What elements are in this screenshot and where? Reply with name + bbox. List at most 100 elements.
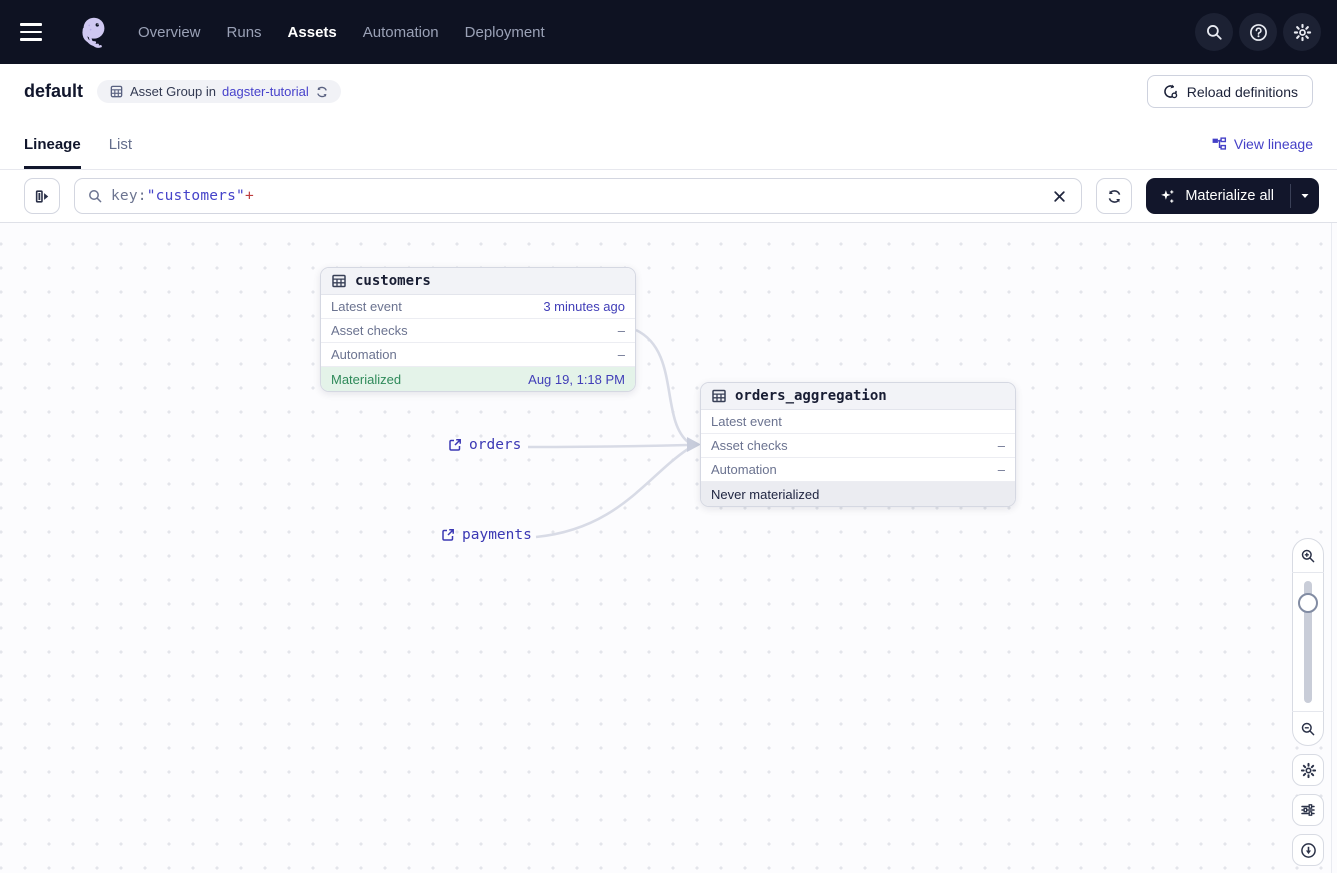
search-button[interactable] [1195,13,1233,51]
reload-definitions-label: Reload definitions [1186,83,1298,100]
table-asset-icon [332,274,346,288]
gear-icon [1300,762,1316,778]
nav-item-overview[interactable]: Overview [138,23,201,41]
row-value: – [997,462,1005,477]
graph-filters-button[interactable] [1292,794,1324,826]
row-value: – [997,438,1005,453]
node-row-never-materialized: Never materialized [701,482,1015,506]
refresh-graph-button[interactable] [1096,178,1133,214]
code-location-link[interactable]: dagster-tutorial [222,84,309,99]
external-asset-payments[interactable]: payments [441,527,532,543]
recenter-icon [1300,842,1316,858]
node-row-materialized: Materialized Aug 19, 1:18 PM [321,367,635,391]
lineage-edges [527,328,701,539]
recenter-graph-button[interactable] [1292,834,1324,866]
button-divider [1290,184,1291,208]
lineage-graph-icon [1212,136,1226,150]
node-row-asset-checks: Asset checks – [321,319,635,343]
close-icon [1054,190,1065,202]
graph-settings-button[interactable] [1292,754,1324,786]
zoom-slider[interactable] [1292,573,1324,711]
gear-icon [1293,23,1311,41]
tabs-row: Lineage List View lineage [0,119,1337,170]
zoom-slider-track[interactable] [1304,581,1312,703]
sparkle-icon [1161,189,1174,203]
chevron-down-icon [1301,194,1309,198]
graph-toolbar: key:"customers"+ Materialize all [0,170,1337,222]
search-icon [89,190,102,203]
sliders-filter-icon [1301,804,1315,816]
row-label: Latest event [331,299,402,314]
external-link-icon [442,529,454,541]
nav-item-assets[interactable]: Assets [287,23,337,41]
navbar-actions [1195,13,1321,51]
asset-node-header: orders_aggregation [701,383,1015,410]
page-title: default [24,81,84,101]
view-lineage-link[interactable]: View lineage [1211,136,1313,153]
asset-name: customers [355,273,431,289]
never-materialized-status: Never materialized [711,486,820,502]
primary-nav: Overview Runs Assets Automation Deployme… [138,24,545,41]
materialize-button-group: Materialize all [1146,178,1319,214]
canvas-edge-divider [1331,223,1332,873]
nav-item-automation[interactable]: Automation [362,23,439,41]
node-row-automation: Automation – [321,343,635,367]
lineage-canvas[interactable]: customers Latest event 3 minutes ago Ass… [0,222,1337,873]
clear-search-button[interactable] [1047,184,1071,208]
view-lineage-label: View lineage [1233,136,1313,152]
panel-expand-icon [35,189,48,203]
expand-sidebar-button[interactable] [24,178,60,214]
zoom-out-button[interactable] [1292,711,1324,745]
tab-lineage[interactable]: Lineage [24,119,81,169]
asset-search-input[interactable]: key:"customers"+ [74,178,1083,214]
badge-text: Asset Group in [130,84,217,99]
row-label: Asset checks [331,323,408,338]
external-asset-label: orders [469,437,522,453]
latest-event-link[interactable]: 3 minutes ago [543,299,625,314]
help-button[interactable] [1239,13,1277,51]
dagster-logo-icon[interactable] [74,13,112,51]
materialize-all-label: Materialize all [1185,188,1274,204]
external-link-icon [449,439,461,451]
nav-item-deployment[interactable]: Deployment [464,23,545,41]
reload-definitions-icon [1163,84,1177,99]
asset-group-badge: Asset Group in dagster-tutorial [97,80,341,103]
external-asset-label: payments [462,527,532,543]
user-settings-button[interactable] [1283,13,1321,51]
row-label: Automation [331,347,397,362]
refresh-icon[interactable] [315,85,329,99]
asset-name: orders_aggregation [735,388,887,404]
refresh-icon [1108,189,1121,203]
row-label: Latest event [711,414,782,429]
table-asset-icon [712,389,726,403]
tab-list[interactable]: List [108,135,133,153]
materialized-timestamp-link[interactable]: Aug 19, 1:18 PM [528,371,625,387]
asset-node-customers[interactable]: customers Latest event 3 minutes ago Ass… [320,267,636,392]
top-navbar: Overview Runs Assets Automation Deployme… [0,0,1337,64]
materialize-dropdown-button[interactable] [1291,178,1319,214]
zoom-slider-handle[interactable] [1298,593,1318,613]
node-row-automation: Automation – [701,458,1015,482]
external-asset-orders[interactable]: orders [448,437,521,453]
zoom-out-icon [1301,722,1315,735]
query-plus-token: + [244,188,254,204]
asset-node-orders-aggregation[interactable]: orders_aggregation Latest event Asset ch… [700,382,1016,507]
search-query: key:"customers"+ [111,188,254,204]
asset-node-header: customers [321,268,635,295]
node-row-asset-checks: Asset checks – [701,434,1015,458]
node-row-latest-event: Latest event 3 minutes ago [321,295,635,319]
node-row-latest-event: Latest event [701,410,1015,434]
materialize-all-button[interactable]: Materialize all [1146,178,1290,214]
hamburger-menu-icon[interactable] [20,16,52,48]
query-key-token: key: [111,188,147,204]
zoom-control [1292,538,1324,746]
zoom-in-icon [1301,549,1315,562]
nav-item-runs[interactable]: Runs [226,23,262,41]
edge-arrowhead [687,437,701,452]
row-value: – [617,347,625,362]
row-label: Asset checks [711,438,788,453]
zoom-in-button[interactable] [1292,539,1324,573]
row-label: Automation [711,462,777,477]
reload-definitions-button[interactable]: Reload definitions [1146,75,1313,108]
asset-group-icon [110,85,123,98]
